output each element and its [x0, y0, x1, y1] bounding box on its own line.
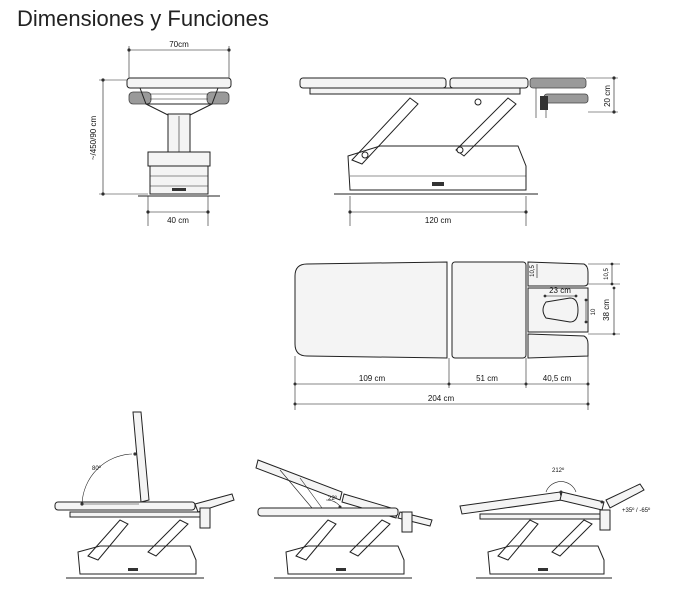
dim-front-height: ~/450/90 cm — [89, 116, 98, 161]
dim-top-head-width: 38 cm — [602, 299, 611, 321]
dim-top-seg2: 51 cm — [476, 374, 498, 383]
side-view: 20 cm 120 cm — [299, 76, 618, 226]
dim-top-hole-width: 23 cm — [549, 286, 571, 295]
angle-backrest: 80º — [92, 465, 102, 472]
function-backrest: 80º — [54, 411, 235, 579]
page-title: Dimensiones y Funciones — [17, 6, 269, 31]
angle-head: +35º / -65º — [622, 507, 651, 514]
angle-flex: 212º — [552, 467, 565, 474]
front-view: 70cm ~/450/90 cm 40 cm — [89, 40, 232, 226]
dim-top-seg1: 109 cm — [359, 374, 386, 383]
function-incline: 22º — [255, 459, 433, 579]
angle-incline: 22º — [328, 495, 338, 502]
top-view: 23 cm 10 10,5 10,5 38 cm 109 cm 51 cm 40… — [293, 261, 620, 410]
dim-side-height: 20 cm — [603, 85, 612, 107]
function-flex: 212º +35º / -65º — [459, 467, 651, 579]
dim-side-length: 120 cm — [425, 216, 452, 225]
dim-front-width: 70cm — [169, 40, 189, 49]
dim-front-base: 40 cm — [167, 216, 189, 225]
dim-top-headrest: 10,5 — [604, 268, 610, 280]
dim-top-total: 204 cm — [428, 394, 455, 403]
dim-top-small: 10,5 — [530, 265, 536, 277]
dim-top-seg3: 40,5 cm — [543, 374, 572, 383]
dim-top-hole-height: 10 — [591, 308, 597, 315]
